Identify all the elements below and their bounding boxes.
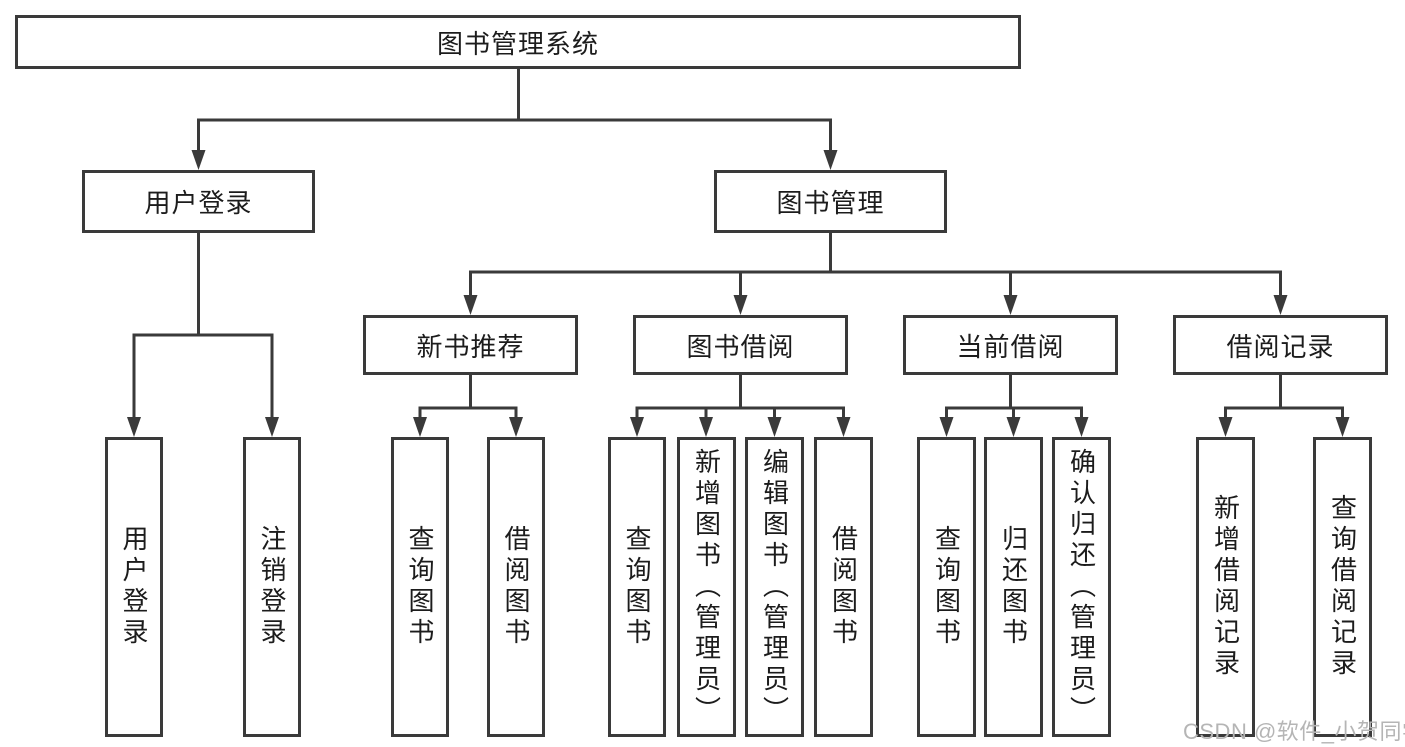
node-new-book-recommend: 新书推荐 [363,315,578,375]
node-user-login-label: 用户登录 [144,188,253,218]
connector-book-management-children [463,233,1288,315]
connector-current-borrow-children [939,375,1089,437]
leaf-borrow-edit-books-admin-label: 编辑图书（管理员） [759,447,790,727]
node-new-book-recommend-label: 新书推荐 [416,331,525,362]
node-book-management-label: 图书管理 [776,188,885,218]
node-current-borrowing-label: 当前借阅 [956,331,1065,362]
leaf-newbook-query-books-label: 查询图书 [405,525,435,649]
connector-book-borrow-children [630,375,851,437]
leaf-current-return-books-label: 归还图书 [998,525,1029,649]
leaf-records-add-record: 新增借阅记录 [1196,437,1255,737]
leaf-current-confirm-return-admin-label: 确认归还（管理员） [1066,447,1097,727]
node-book-borrowing-label: 图书借阅 [686,331,795,362]
leaf-borrow-borrow-books-label: 借阅图书 [828,525,859,649]
node-book-borrowing: 图书借阅 [633,315,848,375]
node-current-borrowing: 当前借阅 [903,315,1118,375]
node-library-management-system: 图书管理系统 [15,15,1021,69]
node-borrowing-records: 借阅记录 [1173,315,1388,375]
leaf-logout: 注销登录 [243,437,301,737]
leaf-current-query-books-label: 查询图书 [931,525,962,649]
leaf-records-query-record: 查询借阅记录 [1313,437,1372,737]
leaf-user-login: 用户登录 [105,437,163,737]
leaf-borrow-add-books-admin: 新增图书（管理员） [677,437,736,737]
leaf-current-return-books: 归还图书 [984,437,1043,737]
connector-user-login-children [127,233,279,437]
node-user-login: 用户登录 [82,170,315,233]
leaf-newbook-borrow-books: 借阅图书 [487,437,545,737]
leaf-user-login-label: 用户登录 [119,525,149,649]
connector-root-to-level2 [191,69,838,170]
node-borrowing-records-label: 借阅记录 [1226,331,1335,362]
node-book-management: 图书管理 [714,170,947,233]
leaf-borrow-borrow-books: 借阅图书 [814,437,873,737]
leaf-logout-label: 注销登录 [257,525,287,649]
connector-borrow-records-children [1218,375,1350,437]
connector-new-book-children [413,375,523,437]
leaf-records-add-record-label: 新增借阅记录 [1210,494,1241,680]
leaf-records-query-record-label: 查询借阅记录 [1327,494,1358,680]
leaf-borrow-query-books-label: 查询图书 [622,525,652,649]
leaf-newbook-borrow-books-label: 借阅图书 [501,525,531,649]
csdn-watermark: CSDN @软件_小贺同学 [1183,719,1405,744]
leaf-current-query-books: 查询图书 [917,437,976,737]
leaf-borrow-query-books: 查询图书 [608,437,666,737]
leaf-borrow-add-books-admin-label: 新增图书（管理员） [691,447,722,727]
leaf-newbook-query-books: 查询图书 [391,437,449,737]
leaf-borrow-edit-books-admin: 编辑图书（管理员） [745,437,804,737]
leaf-current-confirm-return-admin: 确认归还（管理员） [1052,437,1111,737]
node-library-management-system-label: 图书管理系统 [436,28,599,59]
